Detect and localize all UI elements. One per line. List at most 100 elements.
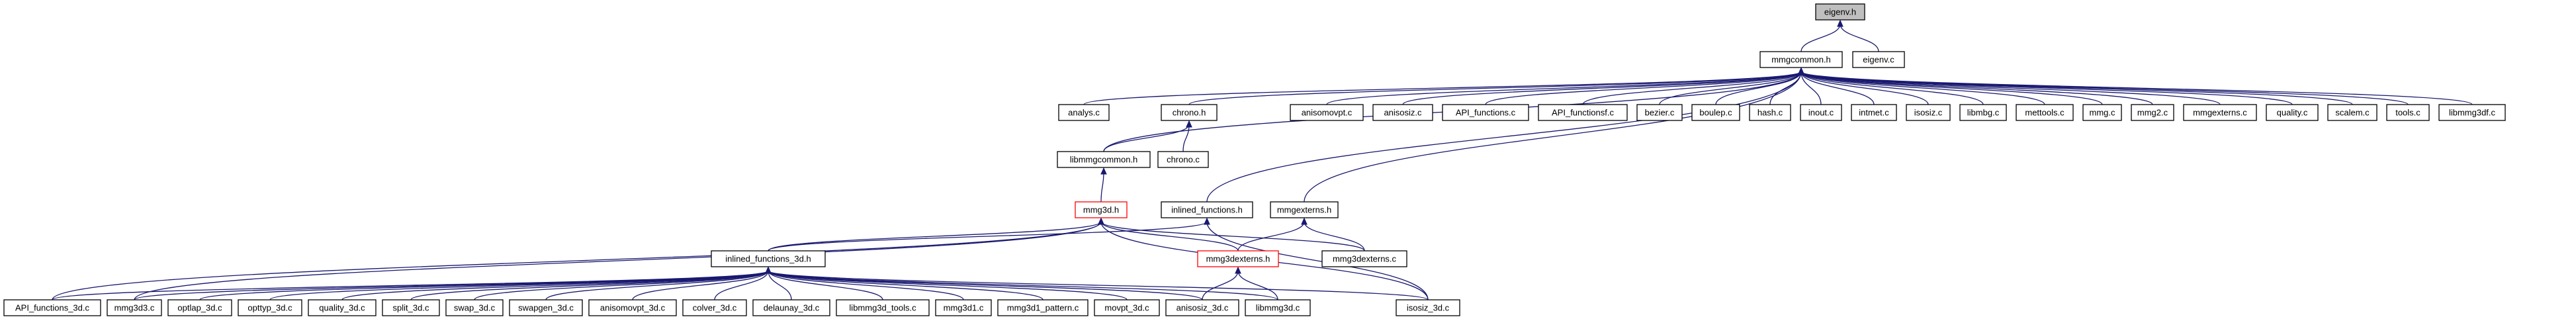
edge-mmg3d3_c-to-inlined_functions_3d_h xyxy=(134,270,769,300)
node-label: anisosiz_3d.c xyxy=(1177,303,1229,313)
edge-mmg3dexterns_c-to-mmgexterns_h xyxy=(1304,221,1365,252)
node-box xyxy=(588,299,677,316)
node-label: libmmgcommon.h xyxy=(1070,155,1138,165)
node-mmgexterns-h[interactable]: mmgexterns.h xyxy=(1270,201,1339,218)
node-libmmg3d-c[interactable]: libmmg3d.c xyxy=(1245,299,1311,316)
node-box xyxy=(1197,250,1279,267)
node-API-functions-c[interactable]: API_functions.c xyxy=(1442,104,1529,121)
node-label: mmg3dexterns.h xyxy=(1206,254,1270,264)
node-box xyxy=(711,250,826,267)
edge-arrowhead-mmg3d_h-to-libmmgcommon_h xyxy=(1100,167,1107,175)
node-API-functions-3d-c[interactable]: API_functions_3d.c xyxy=(3,299,101,316)
node-mmg3d1-c[interactable]: mmg3d1.c xyxy=(935,299,992,316)
node-colver-3d-c[interactable]: colver_3d.c xyxy=(682,299,747,316)
node-inlined-functions-h[interactable]: inlined_functions.h xyxy=(1161,201,1253,218)
node-mettools-c[interactable]: mettools.c xyxy=(2016,104,2074,121)
node-label: delaunay_3d.c xyxy=(764,303,820,313)
node-box xyxy=(1270,201,1339,218)
node-box xyxy=(1906,104,1951,121)
node-label: tools.c xyxy=(2395,108,2421,118)
node-anisosiz-3d-c[interactable]: anisosiz_3d.c xyxy=(1165,299,1239,316)
node-label: boulep.c xyxy=(1699,108,1732,118)
edge-API_functions_c-to-mmgcommon_h xyxy=(1485,71,1802,105)
node-inout-c[interactable]: inout.c xyxy=(1800,104,1842,121)
edge-chrono_c-to-chrono_h xyxy=(1182,124,1190,152)
node-mmg3d3-c[interactable]: mmg3d3.c xyxy=(107,299,162,316)
edge-anisomovpt_3d_c-to-inlined_functions_3d_h xyxy=(632,270,769,300)
node-box xyxy=(308,299,377,316)
node-swapgen-3d-c[interactable]: swapgen_3d.c xyxy=(509,299,583,316)
node-tools-c[interactable]: tools.c xyxy=(2386,104,2430,121)
node-chrono-c[interactable]: chrono.c xyxy=(1157,151,1209,168)
node-box xyxy=(1290,104,1364,121)
node-eigenv-h: eigenv.h xyxy=(1815,3,1865,21)
node-anisosiz-c[interactable]: anisosiz.c xyxy=(1372,104,1433,121)
node-box xyxy=(1321,250,1407,267)
edge-inout_c-to-mmgcommon_h xyxy=(1800,71,1822,105)
node-movpt-3d-c[interactable]: movpt_3d.c xyxy=(1094,299,1160,316)
edge-API_functionsf_c-to-mmgcommon_h xyxy=(1582,71,1802,105)
node-anisomovpt-c[interactable]: anisomovpt.c xyxy=(1290,104,1364,121)
node-label: mmgexterns.c xyxy=(2193,108,2247,118)
node-box xyxy=(1442,104,1529,121)
node-libmbg-c[interactable]: libmbg.c xyxy=(1959,104,2007,121)
edge-libmmg3d_c-to-inlined_functions_3d_h xyxy=(768,270,1278,300)
node-libmmgcommon-h[interactable]: libmmgcommon.h xyxy=(1057,151,1151,168)
node-mmg2-c[interactable]: mmg2.c xyxy=(2131,104,2174,121)
node-intmet-c[interactable]: intmet.c xyxy=(1851,104,1897,121)
node-mmgcommon-h[interactable]: mmgcommon.h xyxy=(1759,51,1843,68)
node-label: isosiz.c xyxy=(1914,108,1943,118)
node-box xyxy=(2438,104,2506,121)
node-label: mmg3d1_pattern.c xyxy=(1007,303,1079,313)
node-delaunay-3d-c[interactable]: delaunay_3d.c xyxy=(752,299,830,316)
node-anisomovpt-3d-c[interactable]: anisomovpt_3d.c xyxy=(588,299,677,316)
node-quality-c[interactable]: quality.c xyxy=(2266,104,2319,121)
edge-mmg3d_h-to-libmmgcommon_h xyxy=(1100,171,1104,203)
node-inlined-functions-3d-h[interactable]: inlined_functions_3d.h xyxy=(711,250,826,267)
node-bezier-c[interactable]: bezier.c xyxy=(1636,104,1683,121)
node-label: anisomovpt_3d.c xyxy=(600,303,666,313)
node-mmgexterns-c[interactable]: mmgexterns.c xyxy=(2183,104,2257,121)
node-label: mmgcommon.h xyxy=(1771,55,1831,65)
edge-anisosiz_3d_c-to-mmg3dexterns_h xyxy=(1202,270,1239,300)
node-label: split_3d.c xyxy=(393,303,429,313)
node-box xyxy=(107,299,162,316)
node-libmmg3df-c[interactable]: libmmg3df.c xyxy=(2438,104,2506,121)
node-scalem-c[interactable]: scalem.c xyxy=(2327,104,2377,121)
node-eigenv-c[interactable]: eigenv.c xyxy=(1852,51,1905,68)
node-libmmg3d-tools-c[interactable]: libmmg3d_tools.c xyxy=(836,299,930,316)
node-chrono-h[interactable]: chrono.h xyxy=(1161,104,1218,121)
node-box xyxy=(1396,299,1460,316)
node-split-3d-c[interactable]: split_3d.c xyxy=(382,299,440,316)
node-mmg3d-h[interactable]: mmg3d.h xyxy=(1075,201,1128,218)
node-boulep-c[interactable]: boulep.c xyxy=(1691,104,1740,121)
node-optlap-3d-c[interactable]: optlap_3d.c xyxy=(167,299,232,316)
node-isosiz-3d-c[interactable]: isosiz_3d.c xyxy=(1396,299,1460,316)
edge-analys_c-to-mmgcommon_h xyxy=(1083,71,1802,105)
node-quality-3d-c[interactable]: quality_3d.c xyxy=(308,299,377,316)
edge-movpt_3d_c-to-inlined_functions_3d_h xyxy=(768,270,1128,300)
node-label: API_functionsf.c xyxy=(1552,108,1614,118)
node-label: anisosiz.c xyxy=(1384,108,1422,118)
node-API-functionsf-c[interactable]: API_functionsf.c xyxy=(1538,104,1628,121)
node-swap-3d-c[interactable]: swap_3d.c xyxy=(445,299,504,316)
node-opttyp-3d-c[interactable]: opttyp_3d.c xyxy=(238,299,302,316)
node-analys-c[interactable]: analys.c xyxy=(1058,104,1110,121)
node-mmg3dexterns-h[interactable]: mmg3dexterns.h xyxy=(1197,250,1279,267)
node-hash-c[interactable]: hash.c xyxy=(1749,104,1791,121)
node-box xyxy=(167,299,232,316)
node-label: mettools.c xyxy=(2025,108,2065,118)
node-mmg3dexterns-c[interactable]: mmg3dexterns.c xyxy=(1321,250,1407,267)
node-box xyxy=(1057,151,1151,168)
edge-mmgcommon_h-to-eigenv_h xyxy=(1800,23,1841,52)
node-box xyxy=(1157,151,1209,168)
node-box xyxy=(1161,201,1253,218)
node-mmg-c[interactable]: mmg.c xyxy=(2082,104,2122,121)
node-mmg3d1-pattern-c[interactable]: mmg3d1_pattern.c xyxy=(997,299,1088,316)
node-label: mmg3d.h xyxy=(1083,205,1119,215)
node-isosiz-c[interactable]: isosiz.c xyxy=(1906,104,1951,121)
node-box xyxy=(382,299,440,316)
edge-arrowhead-isosiz_3d_c-to-inlined_functions_3d_h xyxy=(765,266,772,274)
node-box xyxy=(2266,104,2319,121)
